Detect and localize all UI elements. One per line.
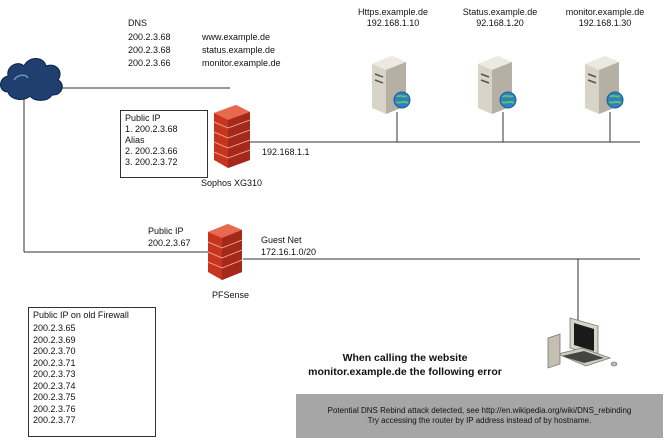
old-firewall-ip: 200.2.3.70 [33, 346, 76, 356]
server-icon-status [478, 56, 517, 114]
error-line: Potential DNS Rebind attack detected, se… [327, 406, 632, 415]
box-line: 3. 200.2.3.72 [125, 157, 178, 167]
old-firewall-ip: 200.2.3.71 [33, 357, 76, 368]
old-firewall-ip: 200.2.3.65 [33, 323, 76, 333]
box-line: 2. 200.2.3.66 [125, 146, 178, 156]
server-label-status: Status.example.de 92.168.1.20 [455, 7, 545, 29]
error-callout: When calling the website monitor.example… [300, 351, 510, 379]
old-firewall-ip: 200.2.3.76 [33, 403, 76, 414]
server-name: Status.example.de [462, 7, 538, 17]
callout-line: When calling the website [342, 352, 468, 364]
old-firewall-ip: 200.2.3.75 [33, 392, 76, 402]
pfsense-public-ip: 200.2.3.67 [148, 238, 191, 248]
dns-record-host: www.example.de [202, 32, 271, 42]
old-firewall-ip: 200.2.3.74 [33, 380, 76, 391]
internet-cloud-icon [0, 58, 63, 101]
client-pc-icon [547, 317, 618, 369]
old-firewall-ip: 200.2.3.69 [33, 334, 76, 345]
old-firewall-ip: 200.2.3.77 [33, 415, 76, 425]
server-icon-https [372, 56, 411, 114]
server-name: monitor.example.de [565, 7, 645, 17]
server-icon-monitor [585, 56, 624, 114]
box-line: 1. 200.2.3.68 [125, 124, 178, 134]
box-line: Alias [125, 135, 145, 145]
pfsense-firewall-icon [207, 224, 243, 280]
old-firewall-ip-box: Public IP on old Firewall 200.2.3.65 200… [28, 307, 156, 437]
callout-line: monitor.example.de the following error [308, 366, 502, 378]
server-name: Https.example.de [357, 7, 429, 17]
old-firewall-ip: 200.2.3.73 [33, 369, 76, 379]
error-line: Try accessing the router by IP address i… [367, 416, 592, 425]
server-label-https: Https.example.de 192.168.1.10 [348, 7, 438, 29]
pfsense-public-ip-title: Public IP [148, 226, 184, 236]
sophos-public-ip-box: Public IP 1. 200.2.3.68 Alias 2. 200.2.3… [120, 110, 208, 178]
server-label-monitor: monitor.example.de 192.168.1.30 [560, 7, 650, 29]
dns-title: DNS [128, 18, 148, 28]
dns-record-ip: 200.2.3.68 [128, 32, 171, 42]
sophos-lan-ip: 192.168.1.1 [262, 147, 310, 157]
sophos-firewall-icon [213, 105, 251, 168]
dns-record-host: status.example.de [202, 45, 276, 55]
dns-record-host: monitor.example.de [202, 58, 281, 68]
guest-net-title: Guest Net [261, 235, 302, 245]
server-ip: 92.168.1.20 [476, 18, 524, 28]
guest-net-subnet: 172.16.1.0/20 [261, 247, 317, 257]
dns-record-ip: 200.2.3.68 [128, 45, 171, 55]
server-ip: 192.168.1.30 [578, 18, 632, 28]
dns-rebind-error-box: Potential DNS Rebind attack detected, se… [296, 394, 663, 438]
pfsense-label: PFSense [212, 290, 250, 300]
old-firewall-title: Public IP on old Firewall [33, 310, 129, 320]
server-ip: 192.168.1.10 [366, 18, 420, 28]
dns-record-ip: 200.2.3.66 [128, 58, 171, 68]
sophos-label: Sophos XG310 [201, 178, 263, 188]
box-line: Public IP [125, 113, 161, 123]
